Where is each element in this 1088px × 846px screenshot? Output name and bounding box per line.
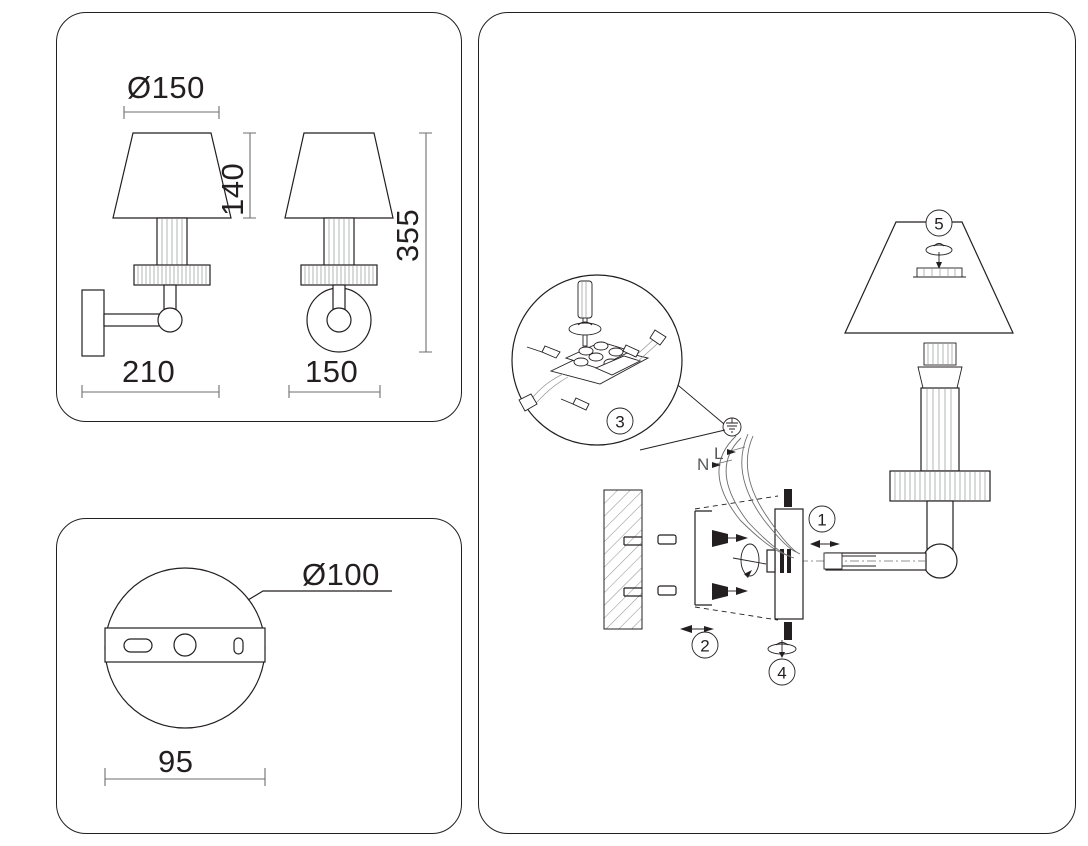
- canopy-panel: [56, 518, 462, 834]
- dimensions-panel: [56, 12, 462, 422]
- installation-panel: [478, 12, 1076, 834]
